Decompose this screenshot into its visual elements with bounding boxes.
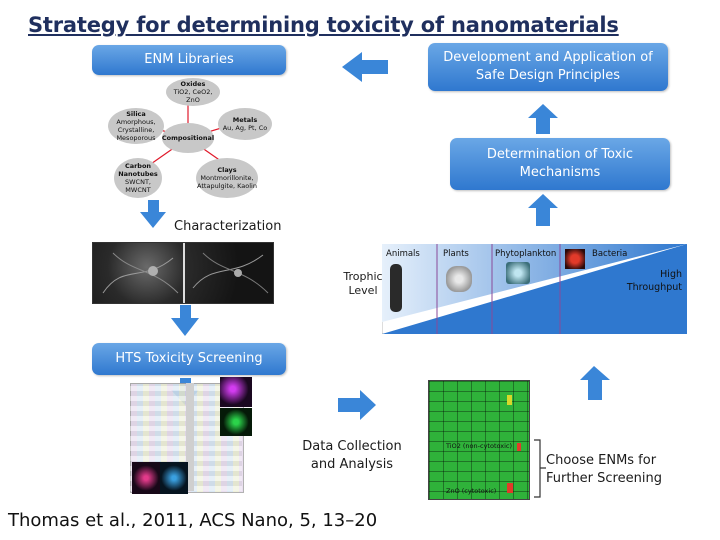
phytoplankton-thumbnail: [506, 262, 530, 284]
arrow-up-icon: [580, 366, 610, 400]
characterization-label: Characterization: [174, 219, 282, 234]
oxides-node: Oxides TiO2, CeO2, ZnO: [166, 78, 220, 106]
clays-items: Montmorillonite, Attapulgite, Kaolin: [197, 174, 257, 190]
bacteria-thumbnail: [565, 249, 585, 269]
zno-label: ZnO (cytotoxic): [446, 487, 497, 495]
metals-items: Au, Ag, Pt, Co: [222, 124, 268, 132]
carbon-items: SWCNT, MWCNT: [125, 178, 151, 194]
trophic-wedge: [382, 244, 687, 334]
safe-design-box: Development and Application of Safe Desi…: [428, 43, 668, 91]
data-collection-label: Data Collection and Analysis: [302, 439, 402, 472]
trophic-header-bacteria: Bacteria: [592, 249, 628, 259]
enm-libraries-box: ENM Libraries: [92, 45, 286, 75]
carbon-node: Carbon Nanotubes SWCNT, MWCNT: [114, 158, 162, 198]
metals-node: Metals Au, Ag, Pt, Co: [218, 108, 272, 140]
arrow-down-icon: [140, 200, 166, 228]
tio2-label: TiO2 (non-cytotoxic): [446, 442, 513, 450]
heatmap: [428, 380, 530, 500]
heatmap-red-mark: [517, 443, 521, 451]
high-throughput-label: High Throughput: [626, 269, 682, 293]
trophic-header-animals: Animals: [386, 249, 420, 259]
characterization-micrograph: [92, 242, 274, 304]
hts-screening-box: HTS Toxicity Screening: [92, 343, 286, 375]
compositional-node: Compositional: [162, 123, 214, 153]
animal-thumbnail: [390, 264, 402, 312]
arrow-up-icon: [528, 194, 558, 226]
arrow-left-icon: [342, 52, 388, 82]
fluorescence-image: [220, 377, 252, 407]
plate-divider: [186, 383, 194, 491]
silica-items: Amorphous, Crystalline, Mesoporous: [116, 118, 156, 142]
arrow-down-icon: [171, 305, 199, 336]
oxides-items: TiO2, CeO2, ZnO: [173, 88, 213, 104]
arrow-up-icon: [528, 104, 558, 134]
micrograph-divider: [183, 243, 185, 303]
oxides-title: Oxides: [180, 80, 206, 88]
trophic-header-plants: Plants: [443, 249, 469, 259]
micrograph-fibers: [102, 252, 269, 294]
citation: Thomas et al., 2011, ACS Nano, 5, 13–20: [8, 510, 378, 531]
fluorescence-image: [220, 408, 252, 436]
silica-title: Silica: [126, 110, 146, 118]
trophic-level-label: Trophic Level: [343, 270, 383, 297]
heatmap-red-mark: [507, 483, 513, 493]
page-title: Strategy for determining toxicity of nan…: [28, 13, 619, 37]
fluorescence-image: [160, 462, 188, 494]
trophic-header-phytoplankton: Phytoplankton: [495, 249, 557, 259]
plant-thumbnail: [446, 266, 472, 292]
choose-enms-label: Choose ENMs for Further Screening: [546, 453, 662, 486]
arrow-right-icon: [338, 390, 376, 420]
bracket-icon: [534, 439, 546, 498]
clays-title: Clays: [217, 166, 237, 174]
carbon-title: Carbon Nanotubes: [118, 162, 158, 178]
heatmap-red-mark: [507, 395, 512, 405]
toxic-mechanisms-box: Determination of Toxic Mechanisms: [450, 138, 670, 190]
metals-title: Metals: [232, 116, 258, 124]
compositional-label: Compositional: [161, 134, 215, 142]
fluorescence-image: [132, 462, 160, 494]
silica-node: Silica Amorphous, Crystalline, Mesoporou…: [108, 108, 164, 144]
clays-node: Clays Montmorillonite, Attapulgite, Kaol…: [196, 158, 258, 198]
